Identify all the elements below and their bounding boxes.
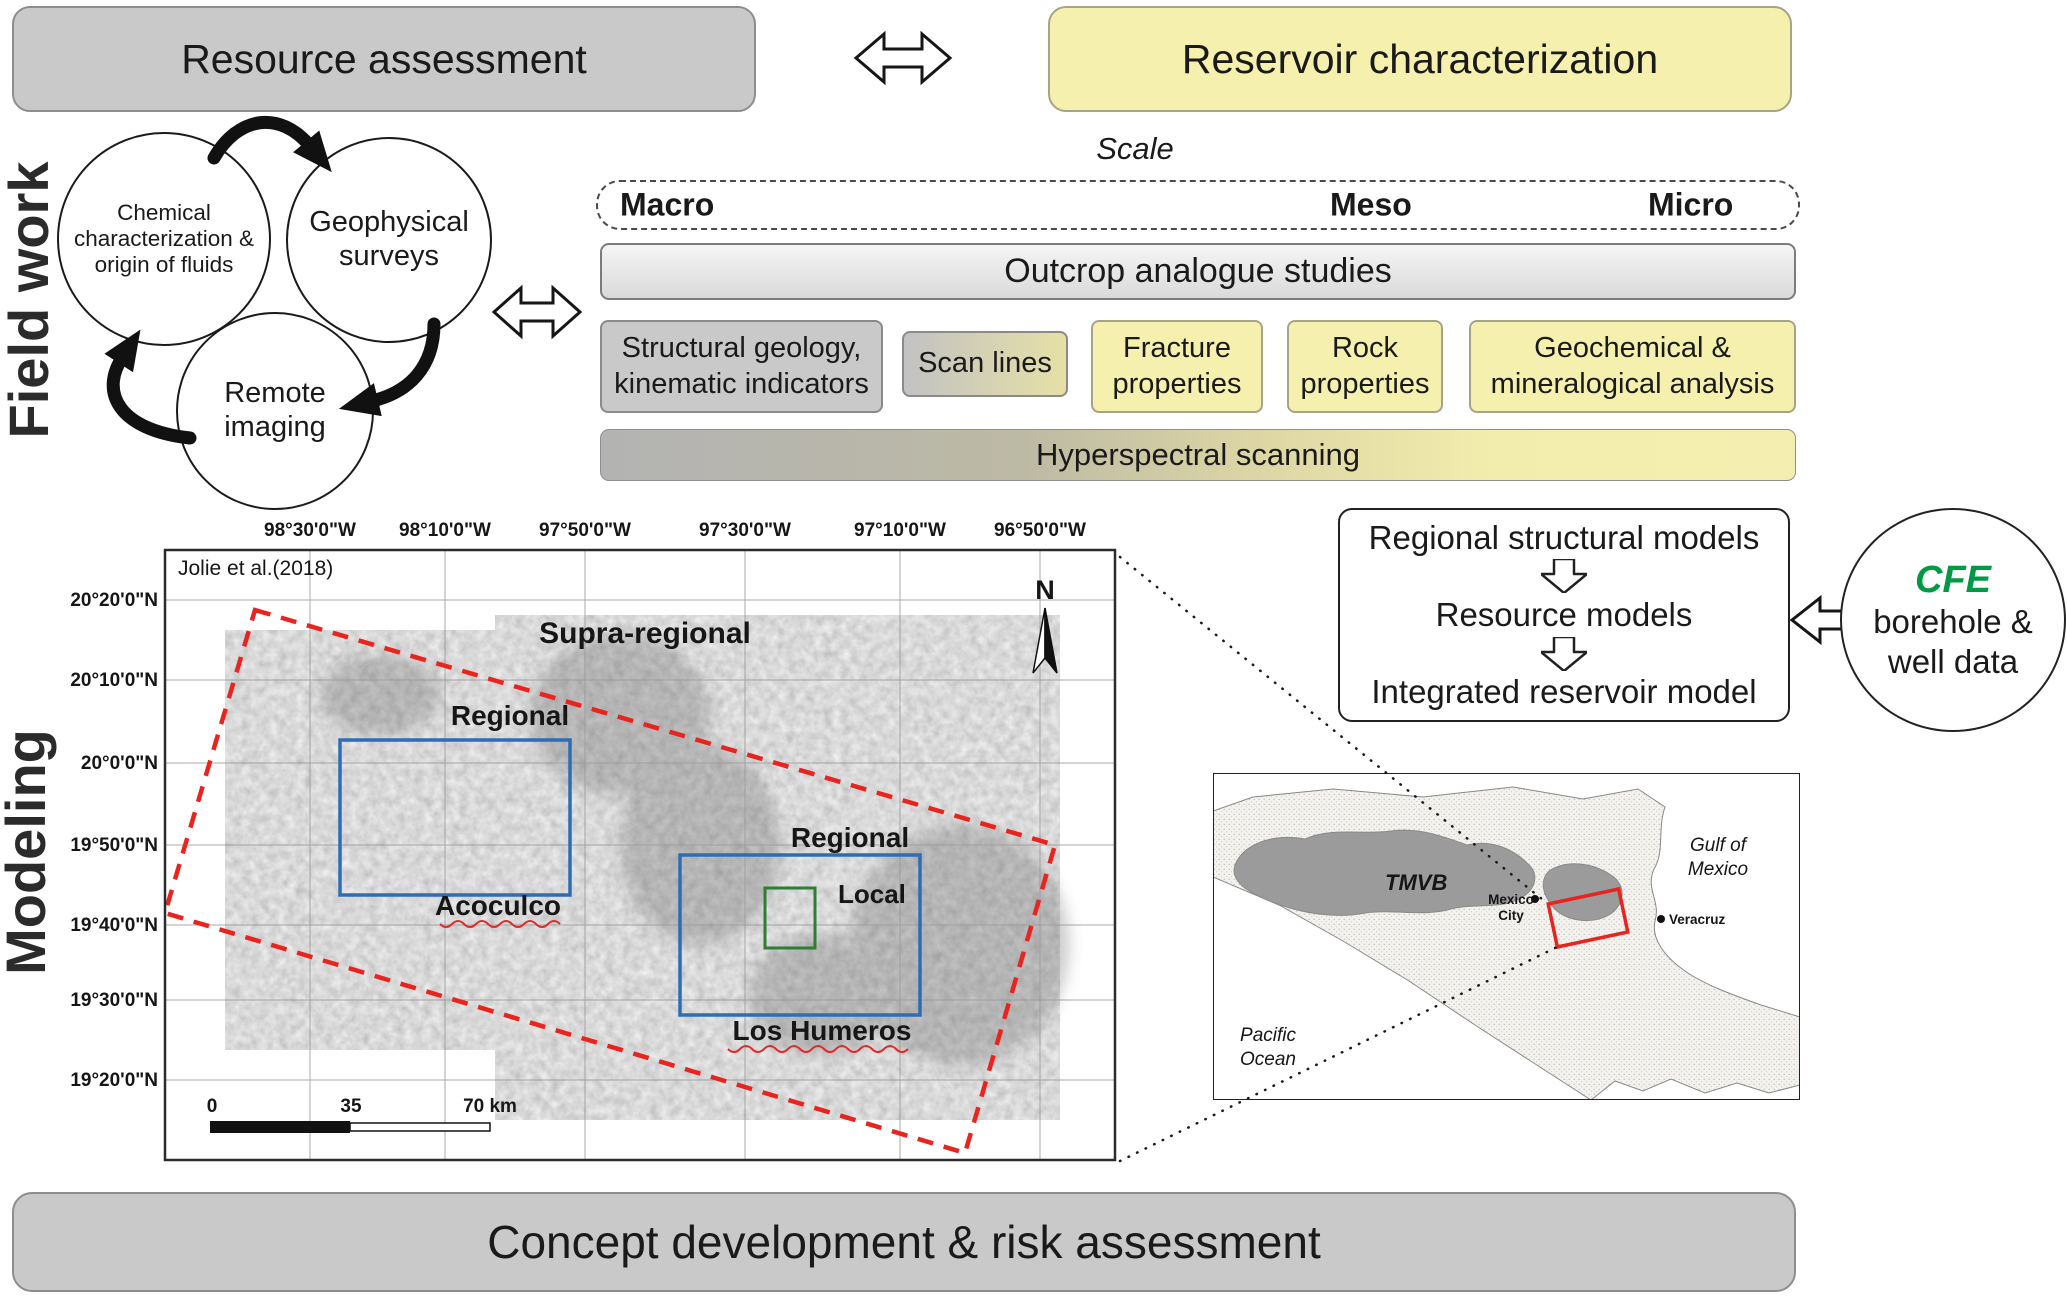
terrain-relief-shading bbox=[320, 635, 1070, 1065]
scale-tick-0: 0 bbox=[207, 1096, 218, 1117]
scale-box: Macro Meso Micro bbox=[596, 180, 1800, 230]
outcrop-analogue-studies-bar: Outcrop analogue studies bbox=[600, 243, 1796, 300]
field-work-label: Field work bbox=[0, 161, 60, 439]
lon-label-1: 98°10'0"W bbox=[399, 520, 491, 541]
gulf-label-line1: Gulf of bbox=[1690, 835, 1748, 856]
mexico-city-label-line2: City bbox=[1498, 908, 1524, 923]
cfe-left-arrow-icon bbox=[1789, 594, 1847, 646]
regional-structural-models-label: Regional structural models bbox=[1368, 518, 1760, 556]
scan-lines-label: Scan lines bbox=[918, 347, 1052, 380]
lat-label-2: 20°0'0"N bbox=[81, 753, 158, 774]
reservoir-characterization-box: Reservoir characterization bbox=[1048, 6, 1792, 112]
veracruz-label: Veracruz bbox=[1669, 912, 1726, 927]
geochemical-analysis-label: Geochemical & mineralogical analysis bbox=[1490, 332, 1775, 400]
regional-east-label: Regional bbox=[791, 822, 909, 853]
structural-geology-line2: kinematic indicators bbox=[614, 367, 869, 400]
scale-micro-label: Micro bbox=[1648, 186, 1734, 223]
fracture-properties-box: Fracture properties bbox=[1091, 320, 1263, 413]
lon-label-4: 97°10'0"W bbox=[854, 520, 946, 541]
supra-regional-label: Supra-regional bbox=[539, 617, 751, 650]
map-frame bbox=[163, 548, 1117, 1162]
geophysical-surveys-circle: Geophysical surveys bbox=[286, 137, 492, 343]
tmvb-label: TMVB bbox=[1385, 870, 1447, 895]
local-label: Local bbox=[838, 879, 906, 909]
concept-development-box: Concept development & risk assessment bbox=[12, 1192, 1796, 1292]
rock-properties-label: Rock properties bbox=[1300, 332, 1430, 400]
veracruz-dot bbox=[1657, 915, 1665, 923]
local-box bbox=[763, 886, 817, 950]
regional-map: 98°30'0"W 98°10'0"W 97°50'0"W 97°30'0"W … bbox=[70, 520, 1117, 1162]
lat-label-5: 19°30'0"N bbox=[70, 990, 158, 1011]
lon-label-3: 97°30'0"W bbox=[699, 520, 791, 541]
scale-tick-70: 70 km bbox=[463, 1096, 517, 1117]
acoculco-label: Acoculco bbox=[435, 890, 561, 921]
north-needle-east bbox=[1044, 607, 1058, 674]
north-arrow: N bbox=[1032, 575, 1058, 674]
supra-regional-outline bbox=[162, 607, 1058, 1156]
scale-tick-35: 35 bbox=[340, 1096, 362, 1117]
study-area-box bbox=[1546, 886, 1630, 950]
map-scale-bar: 0 35 70 km bbox=[207, 1096, 517, 1133]
reservoir-characterization-label: Reservoir characterization bbox=[1181, 35, 1659, 82]
double-arrow-fieldwork-icon bbox=[491, 284, 583, 340]
lat-label-4: 19°40'0"N bbox=[70, 915, 158, 936]
structural-geology-line1: Structural geology, bbox=[621, 332, 862, 365]
rock-properties-box: Rock properties bbox=[1287, 320, 1443, 413]
chemical-characterization-label: Chemical characterization & origin of fl… bbox=[73, 199, 255, 278]
mexico-inset-map: TMVB Gulf of Mexico Pacific Ocean Mexico… bbox=[1213, 773, 1800, 1100]
lon-label-0: 98°30'0"W bbox=[264, 520, 356, 541]
chemical-characterization-circle: Chemical characterization & origin of fl… bbox=[57, 132, 271, 346]
scale-title: Scale bbox=[1096, 131, 1174, 166]
resource-models-label: Resource models bbox=[1435, 595, 1693, 633]
pacific-label-line2: Ocean bbox=[1240, 1049, 1296, 1070]
cfe-data-circle: CFE borehole & well data bbox=[1840, 508, 2066, 732]
remote-imaging-circle: Remote imaging bbox=[176, 312, 374, 510]
cfe-acronym-label: CFE bbox=[1915, 558, 1991, 601]
double-arrow-top-icon bbox=[853, 30, 953, 86]
cfe-description-label: borehole & well data bbox=[1873, 602, 2033, 680]
lat-label-3: 19°50'0"N bbox=[70, 835, 158, 856]
scan-lines-box: Scan lines bbox=[902, 331, 1068, 397]
models-flow-box: Regional structural models Resource mode… bbox=[1338, 508, 1790, 722]
map-credit-label: Jolie et al.(2018) bbox=[178, 557, 333, 580]
gulf-label-line2: Mexico bbox=[1688, 859, 1748, 880]
los-humeros-label: Los Humeros bbox=[733, 1015, 912, 1046]
concept-development-label: Concept development & risk assessment bbox=[487, 1216, 1321, 1268]
pacific-label-line1: Pacific bbox=[1240, 1025, 1296, 1046]
modeling-label: Modeling bbox=[0, 729, 57, 975]
scale-meso-label: Meso bbox=[1330, 186, 1412, 223]
hyperspectral-scanning-bar: Hyperspectral scanning bbox=[600, 429, 1796, 481]
regional-west-label: Regional bbox=[451, 700, 569, 731]
lat-label-6: 19°20'0"N bbox=[70, 1070, 158, 1091]
resource-assessment-box: Resource assessment bbox=[12, 6, 756, 112]
regional-box-acoculco bbox=[338, 738, 572, 897]
geochemical-analysis-box: Geochemical & mineralogical analysis bbox=[1469, 320, 1796, 413]
hyperspectral-scanning-label: Hyperspectral scanning bbox=[1036, 437, 1360, 472]
mexico-city-label-line1: Mexico bbox=[1488, 892, 1534, 907]
resource-assessment-label: Resource assessment bbox=[181, 35, 587, 82]
structural-geology-box: Structural geology, kinematic indicators bbox=[600, 320, 883, 413]
lon-label-5: 96°50'0"W bbox=[994, 520, 1086, 541]
scale-bar-solid bbox=[210, 1121, 350, 1133]
scale-macro-label: Macro bbox=[620, 186, 715, 223]
down-arrow-icon bbox=[1541, 559, 1587, 594]
acoculco-wavy-underline bbox=[439, 920, 561, 928]
lon-label-2: 97°50'0"W bbox=[539, 520, 631, 541]
los-humeros-wavy-underline bbox=[727, 1045, 909, 1053]
fracture-properties-label: Fracture properties bbox=[1112, 332, 1242, 400]
regional-box-los-humeros bbox=[678, 853, 922, 1017]
scale-bar-open bbox=[349, 1122, 491, 1132]
outcrop-analogue-studies-label: Outcrop analogue studies bbox=[1004, 252, 1392, 290]
lat-label-1: 20°10'0"N bbox=[70, 670, 158, 691]
integrated-reservoir-model-label: Integrated reservoir model bbox=[1371, 673, 1757, 711]
lat-label-0: 20°20'0"N bbox=[70, 590, 158, 611]
geophysical-surveys-label: Geophysical surveys bbox=[309, 206, 469, 272]
north-label: N bbox=[1035, 575, 1055, 605]
remote-imaging-label: Remote imaging bbox=[224, 377, 326, 443]
down-arrow-icon bbox=[1541, 636, 1587, 671]
